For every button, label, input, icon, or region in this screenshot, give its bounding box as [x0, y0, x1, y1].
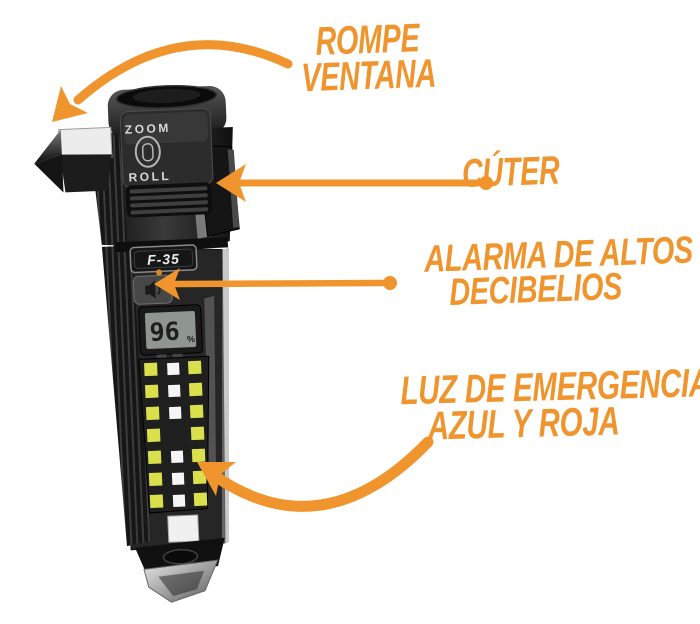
zoom-roll-dial-icon — [134, 135, 161, 168]
breaker-cone-upper — [34, 129, 62, 164]
body-rail-ribs — [101, 245, 151, 547]
arrowhead — [154, 268, 180, 300]
breaker-cone-lower — [34, 154, 64, 193]
slider-rib — [130, 200, 209, 208]
callout-cuter: CÚTER — [461, 148, 577, 196]
arrow-rompe-ventana — [52, 40, 293, 122]
slider-rib — [130, 207, 209, 215]
arrowhead — [197, 462, 236, 496]
ribbed-slider — [125, 182, 213, 218]
zoom-roll-panel: ZOOM ROLL — [119, 107, 214, 189]
led-column-white-center — [167, 362, 186, 508]
model-label: F-35 — [147, 250, 180, 267]
display-lcd — [144, 310, 197, 349]
callout-rompe-ventana: ROMPE VENTANA — [288, 16, 449, 101]
callout-rompe-line2: VENTANA — [300, 51, 437, 101]
callout-luz-emergencia: LUZ DE EMERGENCIA AZUL Y ROJA — [400, 361, 700, 449]
callout-alarma-line2: DECIBELIOS — [448, 266, 623, 315]
lens-inner — [132, 88, 201, 104]
shell-reflection — [204, 296, 217, 479]
arrowhead — [52, 86, 88, 122]
led-column-yellow-left — [144, 362, 164, 509]
callout-alarma: ALARMA DE ALTOS DECIBELIOS — [424, 229, 694, 315]
arrow-alarma — [154, 268, 397, 300]
tail-facet — [158, 570, 205, 597]
callout-arrows — [52, 40, 493, 512]
arrow-cuter — [216, 164, 493, 202]
callout-luz-line2: AZUL Y ROJA — [427, 399, 620, 449]
breaker-base — [59, 154, 112, 193]
alarm-icon — [145, 280, 161, 299]
tail-cap — [143, 559, 219, 603]
roll-marking: ROLL — [128, 169, 171, 185]
zoom-marking: ZOOM — [125, 121, 172, 137]
battery-display: 96 % — [138, 304, 203, 356]
led-strip — [138, 355, 210, 514]
battery-value: 96 — [149, 317, 180, 347]
slider-rib — [129, 186, 208, 194]
model-plate-inner — [133, 248, 194, 269]
model-plate-frame — [129, 244, 198, 274]
model-plate: F-35 — [129, 244, 198, 274]
battery-unit: % — [187, 334, 195, 344]
indicator-dot — [156, 269, 163, 276]
arrowhead — [216, 164, 246, 202]
tail-reflector — [167, 514, 200, 543]
usb-port — [162, 548, 199, 565]
led-column-yellow-right — [187, 360, 208, 507]
slider-rib — [129, 193, 208, 201]
arrow-luz-emergencia — [197, 436, 434, 512]
glass-breaker-tip — [34, 126, 113, 193]
flashlight: ZOOM ROLL F-35 — [34, 84, 240, 603]
callout-cuter-label: CÚTER — [461, 148, 561, 196]
